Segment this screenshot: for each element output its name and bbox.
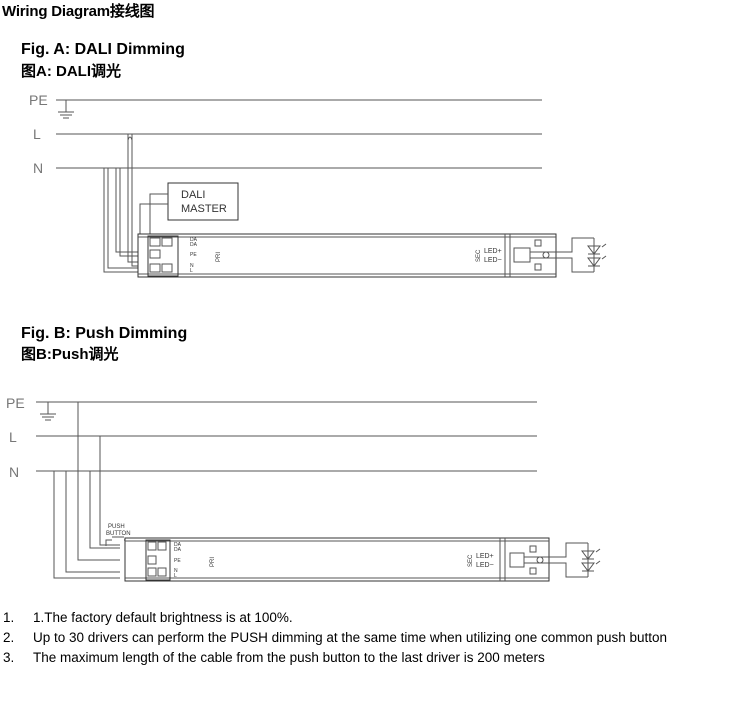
fig-b-term-pe: PE xyxy=(174,558,181,564)
fig-a-title: Fig. A: DALI Dimming xyxy=(21,41,185,58)
note-text: 1.The factory default brightness is at 1… xyxy=(33,610,293,625)
fig-b-term-da2: DA xyxy=(174,547,182,553)
fig-b-pe-label: PE xyxy=(6,395,25,411)
fig-b-led-plus: LED+ xyxy=(476,553,494,560)
note-item: 1. 1.The factory default brightness is a… xyxy=(3,608,728,628)
fig-a-l-label: L xyxy=(33,126,41,142)
note-number: 2. xyxy=(3,630,15,645)
fig-b-led-minus: LED− xyxy=(476,562,494,569)
note-number: 1. xyxy=(3,610,15,625)
fig-a-subtitle: 图A: DALI调光 xyxy=(21,63,121,80)
note-text: Up to 30 drivers can perform the PUSH di… xyxy=(33,630,668,645)
fig-b-sec-label: SEC xyxy=(468,554,474,567)
fig-a-n-label: N xyxy=(33,160,43,176)
fig-b-subtitle: 图B:Push调光 xyxy=(21,346,119,363)
fig-a-term-da2: DA xyxy=(190,242,198,248)
fig-a-pe-label: PE xyxy=(29,92,48,108)
fig-a-sec-label: SEC xyxy=(476,249,482,262)
fig-b-term-da1: DA xyxy=(174,542,182,548)
fig-a-term-n: N xyxy=(190,263,194,269)
fig-b-title: Fig. B: Push Dimming xyxy=(21,325,188,342)
fig-b-wiring-diagram: PE L N PUSH BUTTON DA DA PE N L PRI SEC … xyxy=(6,395,601,582)
fig-a-term-da1: DA xyxy=(190,237,198,243)
fig-a-pri-label: PRI xyxy=(216,252,222,262)
fig-a-master-line1: DALI xyxy=(181,189,205,201)
fig-a-term-pe: PE xyxy=(190,252,197,258)
fig-b-term-l: L xyxy=(174,573,177,579)
fig-b-push-line2: BUTTON xyxy=(106,531,131,537)
note-item: 3. The maximum length of the cable from … xyxy=(3,648,728,668)
page-title: Wiring Diagram接线图 xyxy=(2,3,155,20)
fig-b-pri-label: PRI xyxy=(210,557,216,567)
fig-a-led-plus: LED+ xyxy=(484,248,502,255)
fig-b-n-label: N xyxy=(9,464,19,480)
note-text: The maximum length of the cable from the… xyxy=(33,650,545,665)
notes-list: 1. 1.The factory default brightness is a… xyxy=(3,608,728,668)
fig-a-master-line2: MASTER xyxy=(181,203,227,215)
fig-a-term-l: L xyxy=(190,268,193,274)
fig-b-term-n: N xyxy=(174,568,178,574)
fig-b-push-line1: PUSH xyxy=(108,524,125,530)
note-number: 3. xyxy=(3,650,15,665)
fig-b-l-label: L xyxy=(9,429,17,445)
note-item: 2. Up to 30 drivers can perform the PUSH… xyxy=(3,628,728,648)
fig-a-wiring-diagram: PE L N DALI MASTER DA DA PE N L PRI SEC … xyxy=(29,92,607,278)
fig-a-led-minus: LED− xyxy=(484,257,502,264)
